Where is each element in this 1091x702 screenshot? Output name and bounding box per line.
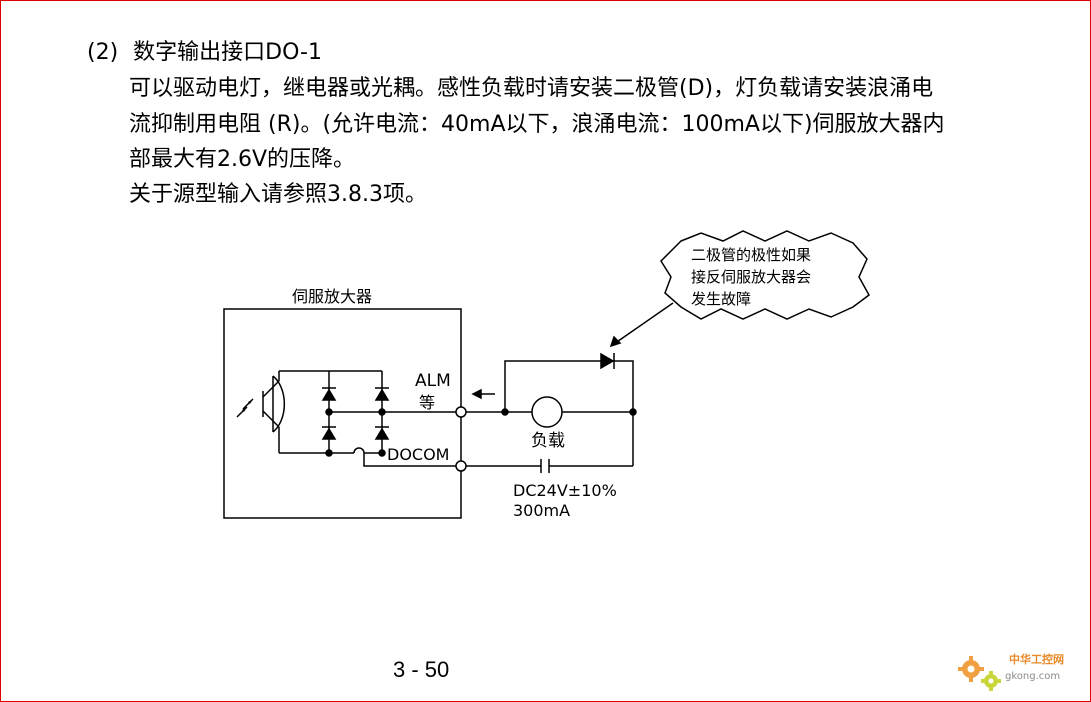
junction-dot xyxy=(325,408,333,416)
current-arrow-head xyxy=(471,388,482,400)
alm-sub-label: 等 xyxy=(419,393,435,412)
load-symbol xyxy=(531,396,563,428)
bridge-diode xyxy=(321,388,337,401)
section-title: 数字输出接口DO-1 xyxy=(133,40,322,65)
section-number: (2) xyxy=(87,40,119,65)
callout-cloud xyxy=(660,230,870,320)
docom-terminal xyxy=(455,460,467,472)
amplifier-box xyxy=(223,308,462,519)
callout-leader xyxy=(610,302,674,347)
alm-terminal xyxy=(455,406,467,418)
callout-line: 二极管的极性如果 xyxy=(691,246,811,264)
junction-dot xyxy=(629,408,637,416)
junction-dot xyxy=(378,449,386,457)
amplifier-label: 伺服放大器 xyxy=(292,287,372,306)
callout-line: 发生故障 xyxy=(691,290,751,308)
load-label: 负载 xyxy=(531,431,565,451)
docom-label: DOCOM xyxy=(387,445,449,464)
supply-current-label: 300mA xyxy=(513,501,570,520)
junction-dot xyxy=(501,408,509,416)
bridge-diode xyxy=(374,388,390,401)
gear-icon xyxy=(958,656,1001,691)
junction-dot xyxy=(325,449,333,457)
watermark-url: gkong.com xyxy=(1005,671,1061,682)
page-number: 3 - 50 xyxy=(393,657,450,682)
watermark-logo: 中华工控网 gkong.com xyxy=(953,647,1083,693)
alm-label: ALM xyxy=(415,371,451,391)
supply-voltage-label: DC24V±10% xyxy=(513,481,617,500)
watermark-text: 中华工控网 xyxy=(1009,653,1064,666)
bridge-diode xyxy=(321,427,337,440)
paragraph-line: 部最大有2.6V的压降。 xyxy=(129,147,356,172)
section-heading: (2) 数字输出接口DO-1 xyxy=(87,38,322,68)
junction-dot xyxy=(378,408,386,416)
paragraph-line: 可以驱动电灯，继电器或光耦。感性负载时请安装二极管(D)，灯负载请安装浪涌电 xyxy=(129,76,934,101)
flyback-diode-loop xyxy=(504,360,634,466)
callout-arrow-head xyxy=(609,335,622,348)
callout-line: 接反伺服放大器会 xyxy=(691,268,811,286)
flyback-diode xyxy=(600,352,615,370)
bridge-diode xyxy=(374,427,390,440)
paragraph-line: 关于源型输入请参照3.8.3项。 xyxy=(129,182,427,207)
paragraph-line: 流抑制用电阻 (R)。(允许电流：40mA以下，浪涌电流：100mA以下)伺服放… xyxy=(129,112,945,137)
